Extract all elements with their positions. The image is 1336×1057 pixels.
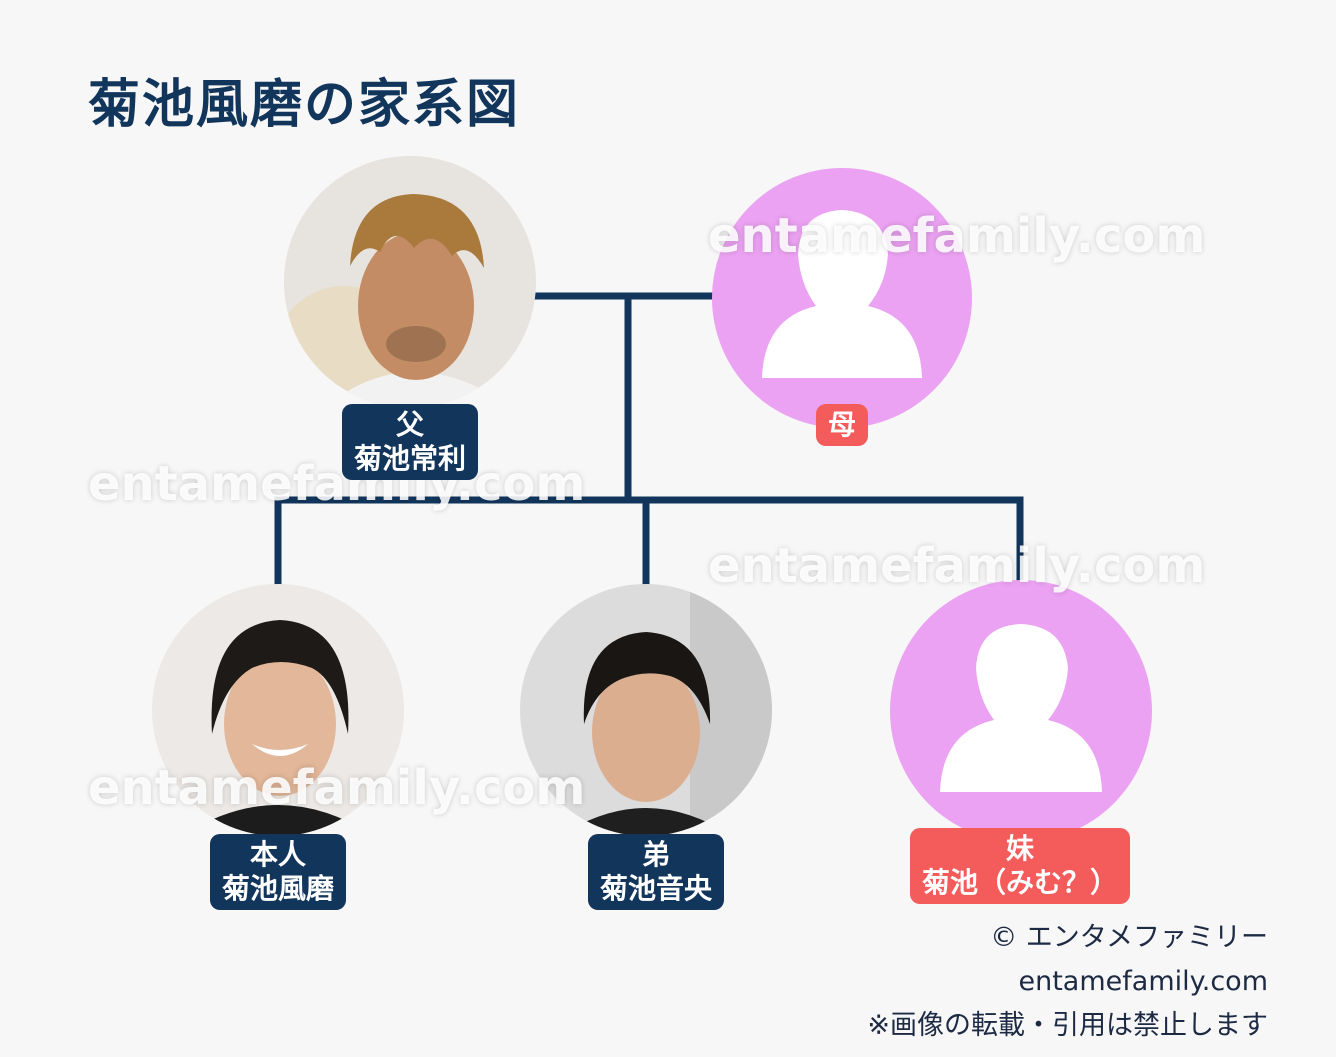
site-url: entamefamily.com	[1018, 966, 1269, 997]
sister-name: 菊池（みむ？）	[921, 866, 1119, 899]
father-role: 父	[395, 408, 425, 441]
self-label: 本人 菊池風磨	[209, 834, 347, 910]
brother-role: 弟	[641, 838, 671, 871]
father-name: 菊池常利	[353, 442, 467, 475]
person-silhouette-icon	[762, 210, 922, 378]
brother-name: 菊池音央	[599, 872, 713, 905]
father-label: 父 菊池常利	[341, 404, 479, 480]
page-title: 菊池風磨の家系図	[88, 75, 521, 135]
father-photo	[284, 156, 536, 408]
sister-label: 妹 菊池（みむ？）	[909, 828, 1131, 904]
mother-label: 母	[815, 404, 869, 446]
mother-role: 母	[827, 408, 857, 441]
self-name: 菊池風磨	[221, 872, 335, 905]
brother-label: 弟 菊池音央	[587, 834, 725, 910]
self-photo	[152, 584, 404, 836]
self-role: 本人	[249, 838, 307, 871]
brother-photo	[520, 584, 772, 836]
reuse-notice: ※画像の転載・引用は禁止します	[867, 1010, 1268, 1041]
copyright-text: © エンタメファミリー	[990, 922, 1268, 953]
credits: © エンタメファミリー entamefamily.com ※画像の転載・引用は禁…	[867, 916, 1268, 1048]
person-silhouette-icon	[940, 624, 1102, 792]
mother-avatar	[712, 168, 972, 428]
sister-role: 妹	[1005, 832, 1035, 865]
sister-avatar	[890, 580, 1152, 842]
